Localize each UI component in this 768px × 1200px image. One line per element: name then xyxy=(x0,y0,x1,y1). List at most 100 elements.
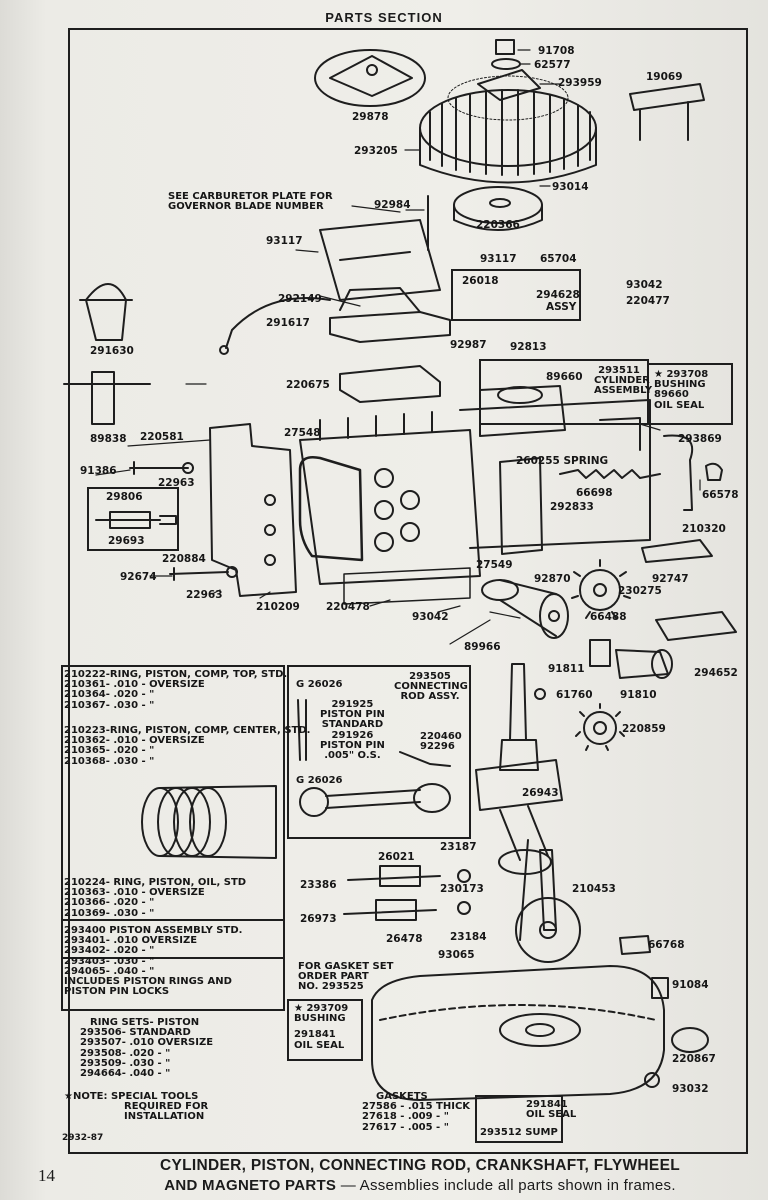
part-label: 66488 xyxy=(590,611,627,623)
part-label: 93065 xyxy=(438,949,475,961)
carburetor-note: SEE CARBURETOR PLATE FOR GOVERNOR BLADE … xyxy=(168,191,333,213)
part-label: 66768 xyxy=(648,939,685,951)
part-label: 230275 xyxy=(618,585,662,597)
part-label: 26943 xyxy=(522,787,559,799)
part-label: 66698 xyxy=(576,487,613,499)
gasket-line: 27586 - .015 THICK xyxy=(362,1101,471,1113)
bushing-top-frame-text: ★ 293708 BUSHING 89660 OIL SEAL xyxy=(654,369,708,411)
frame-line: BUSHING xyxy=(294,1013,346,1025)
gasket-set-note: FOR GASKET SET ORDER PART NO. 293525 xyxy=(298,961,394,993)
carb-note-line: GOVERNOR BLADE NUMBER xyxy=(168,201,324,213)
part-label: 61760 xyxy=(556,689,593,701)
part-label: 26973 xyxy=(300,913,337,925)
frame-line: CONNECTING xyxy=(394,681,468,693)
oil-seal-220867-drawing xyxy=(671,1027,709,1053)
caption-line-2: AND MAGNETO PARTS — Assemblies include a… xyxy=(100,1177,740,1194)
screw-92674-drawing xyxy=(169,567,229,581)
frame-line: ★ 293709 xyxy=(294,1003,349,1014)
part-label: 210453 xyxy=(572,883,616,895)
piston-line: 293403- .030 - " xyxy=(64,955,155,967)
part-label: 91084 xyxy=(672,979,709,991)
rod-bolts-drawing xyxy=(399,751,451,767)
tools-note-line: REQUIRED FOR xyxy=(124,1101,209,1113)
diagram-frame xyxy=(68,28,748,1154)
frame-line: 92296 xyxy=(420,741,455,753)
piston-pin-frame-text: G 26026 xyxy=(296,679,343,690)
crankshaft-drawing xyxy=(475,663,563,941)
gasket-note-line: FOR GASKET SET xyxy=(298,961,394,972)
ring-list-top: 210222-RING, PISTON, COMP, TOP, STD. 210… xyxy=(64,669,287,711)
part-label: 66578 xyxy=(702,489,739,501)
frame-line: G 26026 xyxy=(296,679,343,690)
part-label: 23386 xyxy=(300,879,337,891)
part-label: 23187 xyxy=(440,841,477,853)
ring-sets-list: RING SETS- PISTON 293506- STANDARD 29350… xyxy=(80,1017,213,1079)
frame-line: OIL SEAL xyxy=(526,1109,577,1121)
frame-bushing-top xyxy=(647,363,733,425)
part-label: 91811 xyxy=(548,663,585,675)
piston-line: 293401- .010 OVERSIZE xyxy=(64,935,198,947)
part-label: 27548 xyxy=(284,427,321,439)
frame-line: 291925 xyxy=(331,699,374,710)
governor-bracket-drawing xyxy=(655,611,737,641)
ring-line: 210365- .020 - " xyxy=(64,745,155,757)
page-header: PARTS SECTION xyxy=(325,10,443,25)
governor-spring-drawing xyxy=(559,469,661,479)
piston-rings-drawing xyxy=(141,785,277,859)
plug-93032-drawing xyxy=(644,1072,660,1088)
carb-note-line: SEE CARBURETOR PLATE FOR xyxy=(168,191,333,202)
tools-note-line: ★NOTE: SPECIAL TOOLS xyxy=(64,1091,199,1102)
frame-line: STANDARD xyxy=(321,719,384,731)
caption-line-1: CYLINDER, PISTON, CONNECTING ROD, CRANKS… xyxy=(160,1157,680,1174)
part-label: 220859 xyxy=(622,723,666,735)
frame-line: ROD ASSY. xyxy=(400,691,460,703)
sump-oil-seal-label: 291841 OIL SEAL xyxy=(526,1099,577,1121)
part-label: 92813 xyxy=(510,341,547,353)
tools-note-line: INSTALLATION xyxy=(124,1111,205,1123)
oil-seal-91810-drawing xyxy=(615,649,673,679)
frame-line: CYLINDER xyxy=(594,375,650,387)
part-label: 291617 xyxy=(266,317,310,329)
gasket-line: 27618 - .009 - " xyxy=(362,1111,449,1123)
governor-gear-drawing xyxy=(571,559,631,619)
armature-coil-drawing xyxy=(314,49,426,107)
frame-line: 293505 xyxy=(409,671,451,682)
frame-line: 89660 xyxy=(654,389,689,401)
part-label: 93117 xyxy=(480,253,517,265)
key-61760-drawing xyxy=(534,688,546,700)
part-label: 292149 xyxy=(278,293,322,305)
part-label: 89660 xyxy=(546,371,583,383)
cylinder-assembly-frame-text: 293511 CYLINDER ASSEMBLY xyxy=(594,365,652,397)
part-label: 92987 xyxy=(450,339,487,351)
part-label: 93032 xyxy=(672,1083,709,1095)
part-label: 91386 xyxy=(80,465,117,477)
part-label: 93042 xyxy=(626,279,663,291)
frame-piston-list xyxy=(61,919,285,1011)
part-label: 19069 xyxy=(646,71,683,83)
part-label: 220477 xyxy=(626,295,670,307)
bracket-220675-drawing xyxy=(339,365,441,403)
part-label: ASSY xyxy=(546,301,577,313)
part-label: 294652 xyxy=(694,667,738,679)
sump-frame-label: 293512 SUMP xyxy=(480,1127,558,1138)
washer-22963b-drawing xyxy=(226,566,238,578)
part-label: 92674 xyxy=(120,571,157,583)
ring-line: 210368- .030 - " xyxy=(64,755,155,767)
part-label: 291630 xyxy=(90,345,134,357)
head-gasket-drawing xyxy=(298,456,364,562)
part-label: 230173 xyxy=(440,883,484,895)
frame-line: PISTON PIN xyxy=(320,739,385,751)
part-label: 220675 xyxy=(286,379,330,391)
piston-line: INCLUDES PISTON RINGS AND xyxy=(64,975,232,987)
ring-list-oil: 210224- RING, PISTON, OIL, STD 210363- .… xyxy=(64,877,246,919)
sump-drawing xyxy=(371,965,665,1101)
frame-line: OIL SEAL xyxy=(654,399,705,411)
camshaft-drawing xyxy=(515,849,581,963)
part-label: 91810 xyxy=(620,689,657,701)
spark-plug-drawing xyxy=(95,511,177,529)
ring-line: 210364- .020 - " xyxy=(64,689,155,701)
spark-plug-frame-top: 29806 xyxy=(106,491,143,503)
cam-disk-drawing xyxy=(453,186,543,231)
special-tools-note: ★NOTE: SPECIAL TOOLS REQUIRED FOR INSTAL… xyxy=(64,1091,209,1123)
connecting-rod-drawing xyxy=(299,783,451,817)
